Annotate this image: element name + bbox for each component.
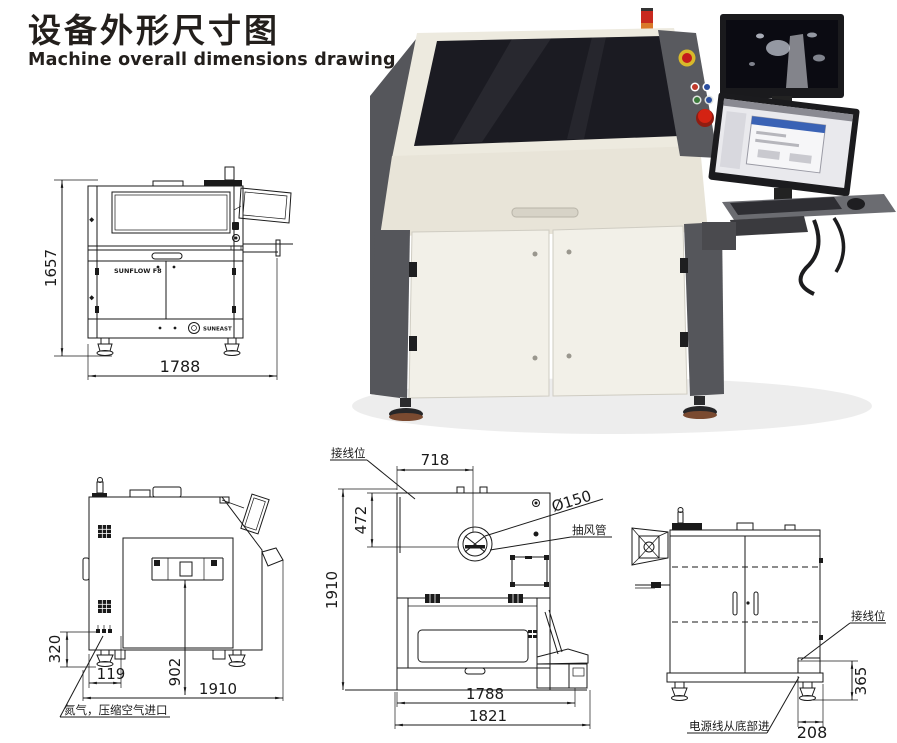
front-handle — [151, 252, 183, 260]
header: 设备外形尺寸图 Machine overall dimensions drawi… — [28, 12, 396, 70]
dia-leader — [484, 498, 604, 537]
machine-cabinet — [370, 222, 724, 399]
right-monitor-back — [631, 527, 669, 566]
door-handle-right — [753, 591, 759, 616]
front-window — [111, 191, 231, 234]
dim-width-label: 1788 — [160, 357, 201, 376]
control-monitor — [708, 92, 860, 197]
keyboard-tray — [702, 194, 896, 296]
duct-label: 抽风管 — [572, 523, 607, 537]
keyboard — [730, 197, 842, 215]
wiring-leader — [800, 622, 851, 661]
air-inlet-fittings — [96, 625, 112, 633]
logo-gear-icon — [188, 322, 200, 334]
wiring-label: 接线位 — [851, 609, 886, 623]
right-feet — [671, 681, 816, 701]
button-green — [694, 97, 700, 103]
dim-472-label: 472 — [352, 506, 370, 535]
button-blue — [704, 84, 710, 90]
rear-body — [396, 492, 551, 669]
duct-leader — [489, 536, 572, 551]
dim-902-label: 902 — [166, 658, 184, 687]
dim-718-label: 718 — [421, 451, 450, 469]
cable — [798, 219, 821, 296]
side-right-view-drawing: 接线位 365 208 电源线从底部进 — [631, 507, 886, 742]
power-leader — [766, 676, 800, 734]
rear-vents — [425, 594, 523, 603]
door-handle-left — [732, 591, 738, 616]
wiring-label: 接线位 — [331, 446, 366, 460]
estop-button — [682, 53, 692, 63]
side-arm — [261, 547, 284, 567]
dim-1821-label: 1821 — [469, 707, 507, 725]
page-title-zh: 设备外形尺寸图 — [28, 11, 280, 50]
front-view-drawing: SUNFLOW F8 SUNEAST 1657 1788 — [42, 166, 293, 380]
rear-mount-frame — [510, 555, 549, 587]
front-tower — [224, 166, 235, 181]
side-rail — [151, 557, 224, 581]
side-vents — [98, 525, 111, 613]
cable2 — [832, 217, 846, 273]
mouse — [847, 198, 865, 210]
brand-text: SUNFLOW F8 — [114, 267, 162, 275]
inlet-note: 氮气，压缩空气进口 — [64, 703, 168, 717]
wiring-leader — [366, 459, 416, 500]
logo-text: SUNEAST — [203, 327, 232, 333]
side-left-view-drawing: 320 119 902 1910 氮气，压缩空气进口 — [46, 477, 284, 718]
estop-main — [698, 109, 712, 123]
dim-320-label: 320 — [46, 635, 64, 664]
power-note: 电源线从底部进 — [689, 719, 770, 733]
dim-1910-label: 1910 — [323, 571, 341, 609]
front-monitor — [238, 187, 292, 224]
rear-view-drawing: 718 472 1910 接线位 Ø150 抽风管 1788 1821 — [323, 446, 612, 729]
rear-opening — [417, 629, 529, 663]
machine-feet — [389, 396, 717, 421]
machine-photo — [352, 8, 896, 434]
dim-1910-label: 1910 — [199, 680, 237, 698]
dim-119-label: 119 — [97, 665, 126, 683]
dim-1788-label: 1788 — [466, 685, 504, 703]
button-blue2 — [706, 97, 712, 103]
page-title-en: Machine overall dimensions drawing — [28, 49, 396, 70]
inlet-leader — [59, 635, 104, 718]
side-inner-panel — [122, 537, 234, 649]
button-red — [692, 84, 698, 90]
front-feet — [96, 337, 241, 356]
exhaust-port — [457, 526, 493, 562]
rear-keyboard-tray — [528, 609, 589, 689]
dim-365-label: 365 — [852, 667, 870, 696]
dim-height-label: 1657 — [42, 249, 60, 287]
control-panel — [658, 30, 718, 158]
side-monitor — [240, 493, 270, 535]
dim-dia-label: Ø150 — [550, 487, 594, 516]
side-body — [88, 496, 263, 651]
dim-208-label: 208 — [797, 723, 828, 742]
side-feet — [96, 649, 246, 667]
monitor-stack — [708, 14, 860, 200]
